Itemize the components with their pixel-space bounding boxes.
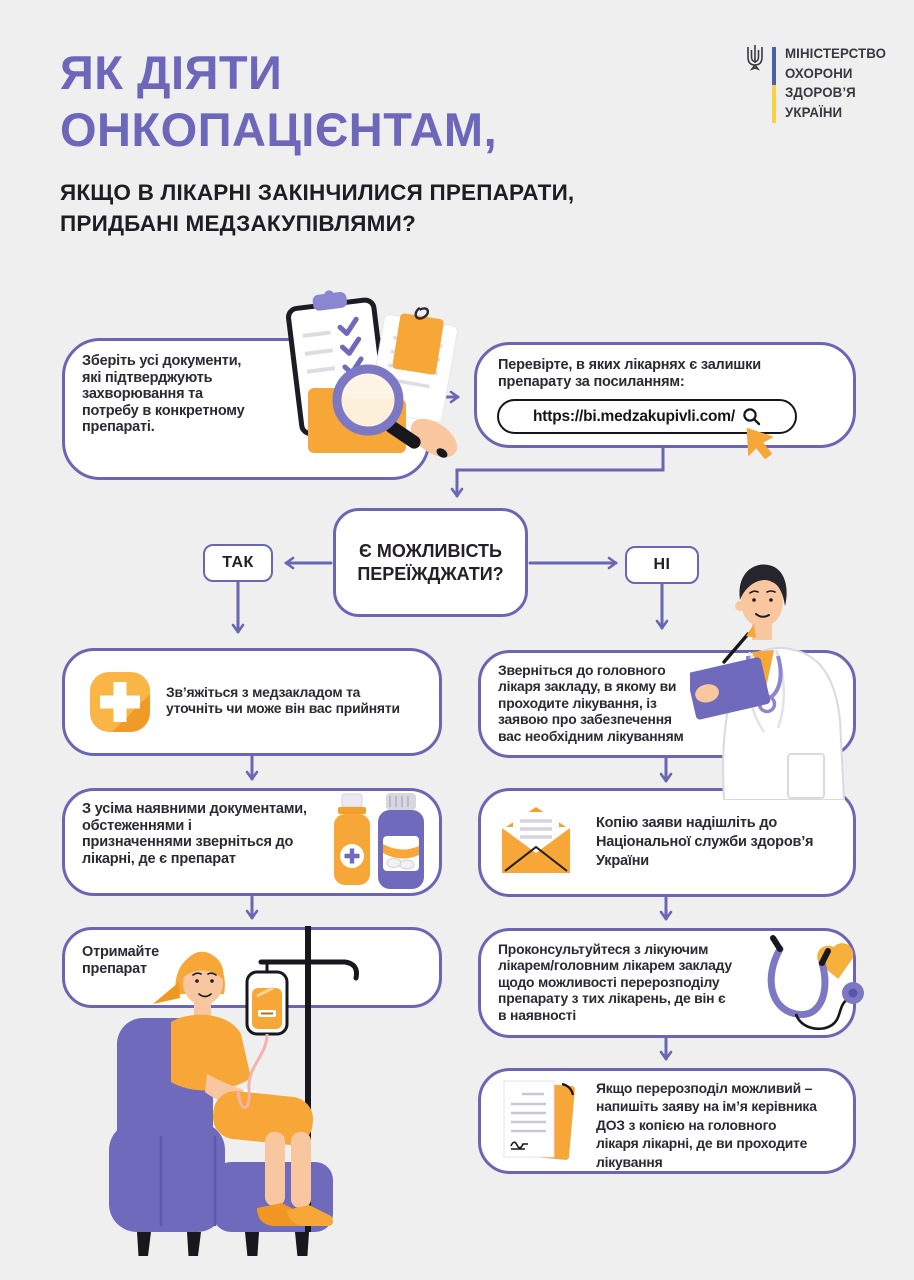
flag-bar <box>772 47 776 123</box>
trident-icon <box>747 45 763 71</box>
moh-logo: МІНІСТЕРСТВО ОХОРОНИ ЗДОРОВ’Я УКРАЇНИ <box>745 44 891 123</box>
step-chief-doctor-text: Зверніться до головного лікаря закладу, … <box>498 662 684 744</box>
yes-label: ТАК <box>222 554 254 571</box>
documents-illustration <box>286 290 458 458</box>
medicine-bottles-icon <box>334 793 424 889</box>
cursor-icon <box>746 427 773 460</box>
medzakupivli-link[interactable]: https://bi.medzakupivli.com/ <box>497 399 797 434</box>
step-write-application-text: Якщо перерозподіл можливий – напишіть за… <box>596 1080 817 1170</box>
step-consult-redistribution-text: Проконсультуйтеся з лікуючим лікарем/гол… <box>498 941 732 1023</box>
question-text: Є МОЖЛИВІСТЬ ПЕРЕЇЖДЖАТИ? <box>357 540 504 584</box>
page-title: ЯК ДІЯТИ ОНКОПАЦІЄНТАМ, <box>60 46 498 156</box>
page-subtitle: ЯКЩО В ЛІКАРНІ ЗАКІНЧИЛИСЯ ПРЕПАРАТИ, ПР… <box>60 180 575 236</box>
question-box: Є МОЖЛИВІСТЬ ПЕРЕЇЖДЖАТИ? <box>333 508 528 617</box>
moh-logo-text: МІНІСТЕРСТВО ОХОРОНИ ЗДОРОВ’Я УКРАЇНИ <box>785 45 887 120</box>
step-check-link-text: Перевірте, в яких лікарнях є залишки пре… <box>498 357 761 390</box>
yes-box: ТАК <box>203 544 273 582</box>
step-contact-hospital-text: Зв’яжіться з медзакладом та уточніть чи … <box>166 684 400 717</box>
no-label: НІ <box>653 556 671 573</box>
envelope-icon <box>502 807 570 873</box>
patient-iv-illustration <box>109 926 359 1256</box>
step-send-copy-text: Копію заяви надішліть до Національної сл… <box>596 815 814 869</box>
step-bring-documents-text: З усіма наявними документами, обстеження… <box>82 801 307 867</box>
link-url: https://bi.medzakupivli.com/ <box>533 407 735 425</box>
step-collect-documents-text: Зберіть усі документи, які підтверджують… <box>82 353 245 436</box>
stethoscope-icon <box>767 935 864 1031</box>
step-receive-drug-text: Отримайте препарат <box>82 944 160 977</box>
document-sign-icon <box>503 1080 575 1160</box>
doctor-illustration <box>690 564 846 800</box>
medical-cross-icon <box>90 672 150 732</box>
search-icon <box>743 408 761 426</box>
step-consult-redistribution-box <box>478 928 856 1038</box>
no-box: НІ <box>625 546 699 584</box>
